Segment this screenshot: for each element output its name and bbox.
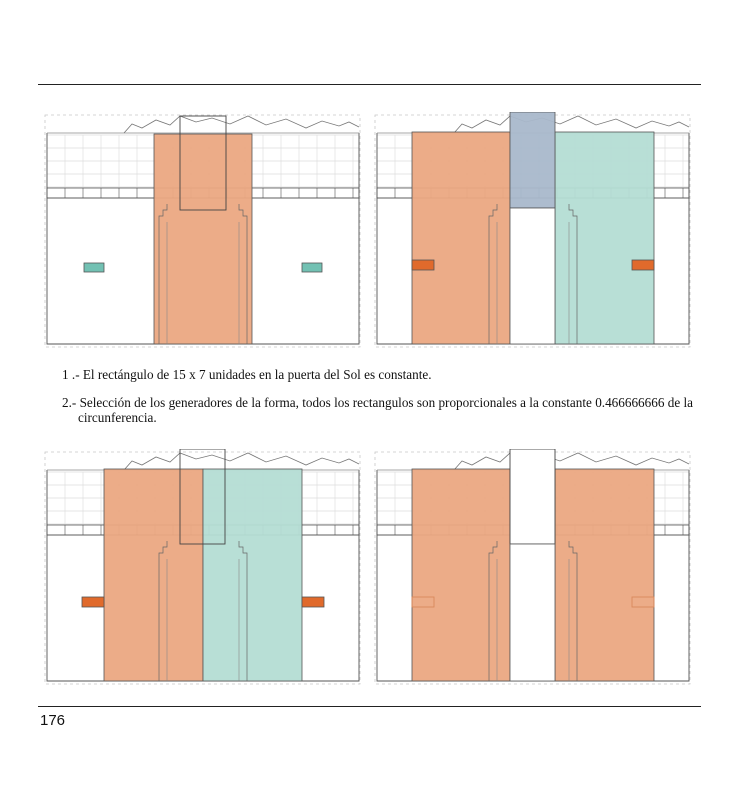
caption-block: 1 .- El rectángulo de 15 x 7 unidades en… bbox=[62, 367, 702, 438]
teal-rectangle bbox=[202, 468, 303, 682]
figure-4 bbox=[374, 449, 694, 685]
bottom-rule bbox=[38, 706, 701, 707]
niche-right bbox=[631, 596, 655, 608]
top-rule bbox=[38, 84, 701, 85]
orange-rectangle-left bbox=[411, 468, 511, 682]
niche-right bbox=[301, 262, 323, 273]
caption-1: 1 .- El rectángulo de 15 x 7 unidades en… bbox=[62, 367, 432, 382]
orange-rectangle bbox=[103, 468, 204, 682]
blue-grey-rectangle bbox=[509, 112, 556, 209]
stone-silhouette bbox=[453, 115, 690, 134]
central-lintel bbox=[179, 115, 227, 211]
stone-silhouette bbox=[123, 452, 360, 471]
figure-3 bbox=[44, 449, 364, 685]
figure-2 bbox=[374, 112, 694, 348]
stone-silhouette bbox=[123, 115, 360, 134]
stone-silhouette bbox=[453, 452, 690, 471]
doorway-steps bbox=[158, 541, 248, 681]
niche-left bbox=[81, 596, 105, 608]
doorway-steps bbox=[488, 541, 578, 681]
page-number: 176 bbox=[40, 712, 66, 729]
teal-rectangle bbox=[554, 131, 655, 345]
orange-rectangle bbox=[411, 131, 511, 345]
niche-left bbox=[411, 259, 435, 271]
dashed-frame bbox=[44, 451, 361, 685]
doorway-opening bbox=[509, 543, 556, 682]
central-lintel bbox=[509, 449, 556, 545]
central-lintel bbox=[179, 449, 226, 545]
orange-rectangle-right bbox=[554, 468, 655, 682]
doorway-steps bbox=[158, 204, 248, 344]
doorway-steps bbox=[488, 204, 578, 344]
doorway-opening bbox=[509, 207, 556, 345]
caption-2: 2.- Selección de los generadores de la f… bbox=[62, 395, 693, 425]
figure-1 bbox=[44, 112, 364, 348]
niche-right bbox=[631, 259, 655, 271]
niche-right bbox=[301, 596, 325, 608]
orange-rectangle bbox=[153, 133, 253, 345]
dashed-frame bbox=[44, 114, 361, 348]
niche-left bbox=[411, 596, 435, 608]
niche-left bbox=[83, 262, 105, 273]
